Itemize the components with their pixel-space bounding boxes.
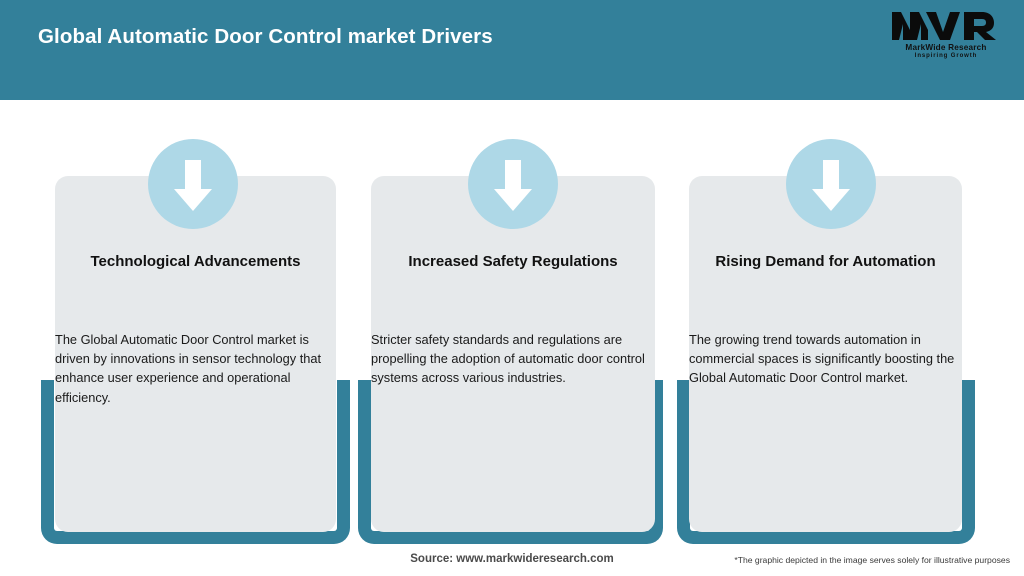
source-label: Source: www.markwideresearch.com <box>410 553 614 565</box>
header-band <box>0 0 1024 100</box>
card-body-3: The growing trend towards automation in … <box>689 332 955 386</box>
down-arrow-icon-3 <box>786 139 876 229</box>
card-body-2: Stricter safety standards and regulation… <box>371 332 645 386</box>
card-body-1: The Global Automatic Door Control market… <box>55 332 322 405</box>
brand-logo: MarkWide Research Inspiring Growth <box>886 8 1006 66</box>
card-title-1: Technological Advancements <box>90 253 301 270</box>
down-arrow-icon-1 <box>148 139 238 229</box>
card-bracket-3 <box>677 380 975 544</box>
page-title: Global Automatic Door Control market Dri… <box>38 25 493 48</box>
card-bracket-1 <box>41 380 350 544</box>
card-title-2: Increased Safety Regulations <box>408 253 618 270</box>
down-arrow-icon-2 <box>468 139 558 229</box>
card-panel-2 <box>371 176 655 532</box>
mwr-monogram-icon <box>892 12 996 40</box>
card-title-3: Rising Demand for Automation <box>715 253 936 270</box>
logo-tagline: Inspiring Growth <box>914 53 978 59</box>
card-panel-1 <box>55 176 336 532</box>
logo-company-name: MarkWide Research <box>905 43 987 52</box>
disclaimer-label: *The graphic depicted in the image serve… <box>734 555 1010 565</box>
card-panel-3 <box>689 176 962 532</box>
